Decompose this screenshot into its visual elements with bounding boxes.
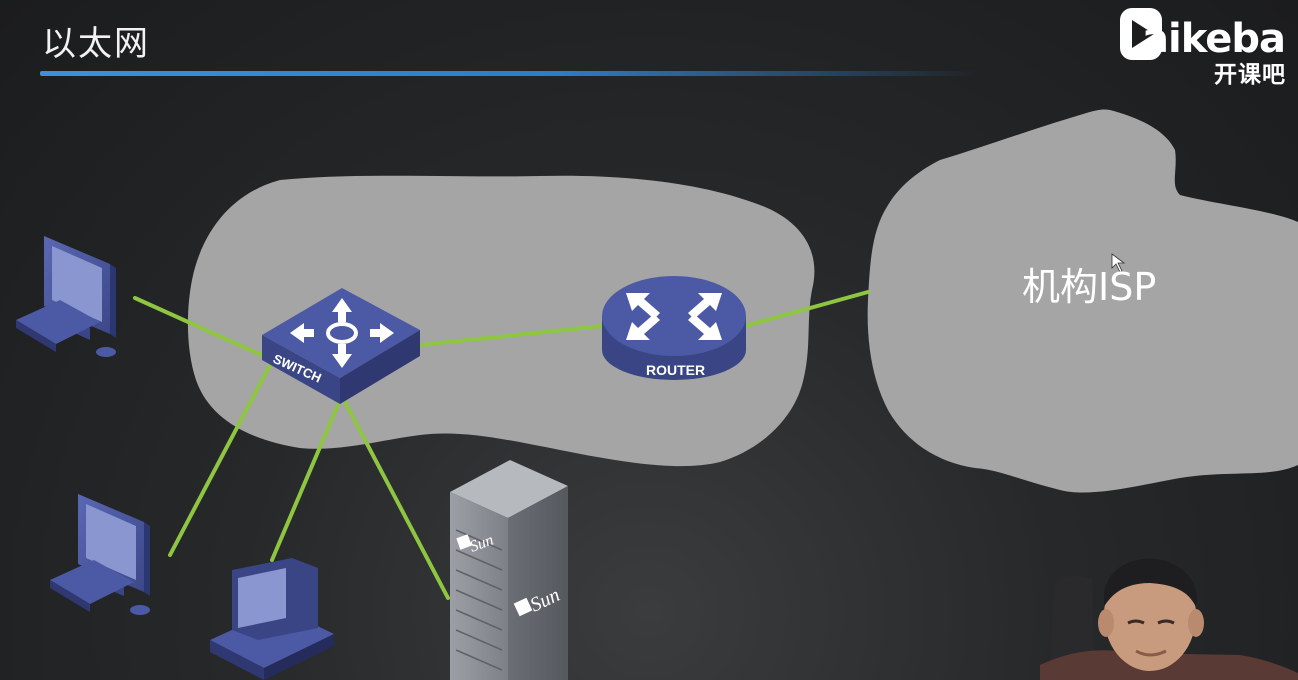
link-pc1-switch — [133, 296, 270, 360]
network-links — [133, 290, 870, 600]
computer-1 — [16, 236, 116, 357]
link-server-switch — [343, 400, 450, 600]
router-label: ROUTER — [646, 362, 705, 378]
kaikeba-logo-mark — [1120, 8, 1162, 60]
mouse-cursor-icon — [1111, 253, 1126, 273]
router-device: ROUTER — [602, 276, 746, 380]
presenter-webcam — [1040, 558, 1298, 680]
link-pc2-switch — [168, 363, 272, 557]
isp-cloud-label: 机构ISP — [1022, 265, 1157, 309]
sun-server: Sun Sun — [450, 460, 568, 680]
switch-arrows-icon — [290, 298, 394, 368]
title-underline — [40, 71, 980, 76]
slide-title: 以太网 — [42, 24, 150, 64]
logo-subtitle: 开课吧 — [1214, 62, 1286, 88]
computer-3 — [210, 558, 334, 680]
switch-device: SWITCH — [262, 288, 420, 404]
computer-2 — [50, 494, 150, 615]
link-router-isp — [743, 290, 870, 328]
kaikeba-logo: aikeba 开课吧 — [1118, 4, 1298, 88]
isp-cloud — [867, 109, 1298, 493]
link-switch-router — [418, 324, 604, 347]
router-arrows-icon — [626, 293, 722, 340]
logo-wordmark: aikeba — [1142, 16, 1286, 62]
link-pc3-switch — [270, 398, 342, 562]
